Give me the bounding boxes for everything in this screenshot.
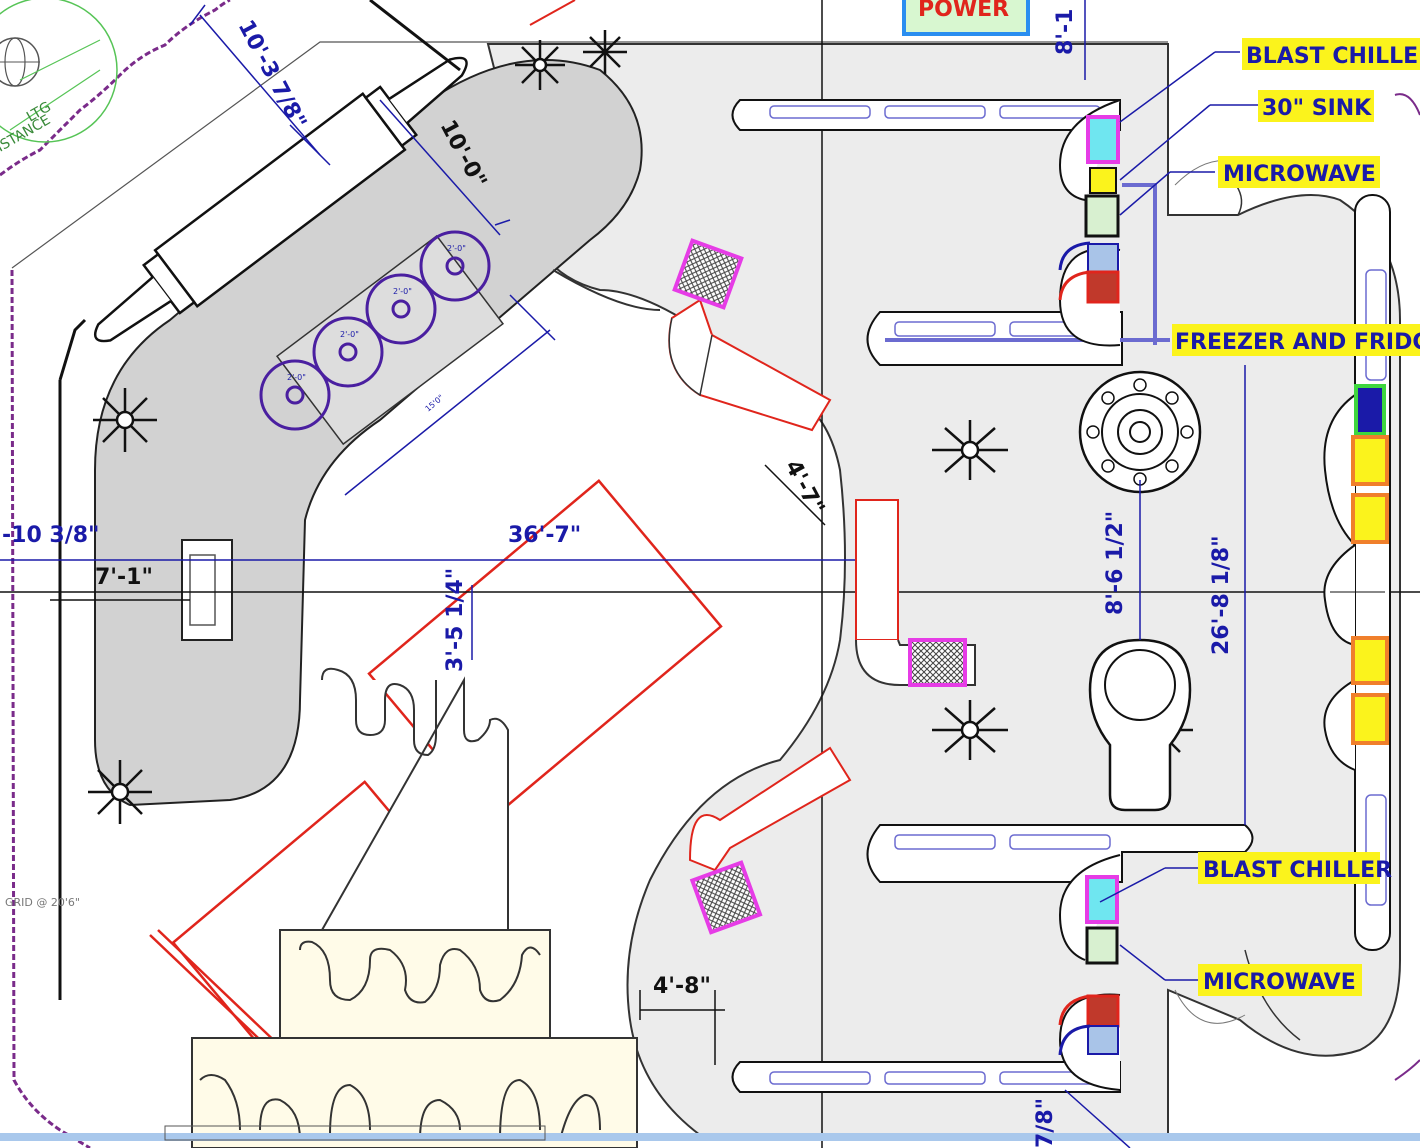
callout-labels: BLAST CHILLER 30" SINK MICROWAVE FREEZER… xyxy=(1172,38,1420,996)
label-freezer-fridge: FREEZER AND FRIDG xyxy=(1175,330,1420,355)
seat-label-1: 2'-0" xyxy=(287,373,306,382)
seat-label-4: 2'-0" xyxy=(447,244,466,253)
label-microwave-bottom: MICROWAVE xyxy=(1203,970,1356,995)
round-table-bottom xyxy=(1088,638,1192,812)
station-bottom xyxy=(688,746,852,935)
grid-note: GRID @ 20'6" xyxy=(5,896,80,909)
dim-7-1: 7'-1" xyxy=(95,565,153,590)
station-top xyxy=(668,238,832,432)
site-boundary-left xyxy=(10,269,91,1148)
dim-10-3-7-8: 10'-3 7/8" xyxy=(233,16,311,133)
label-sink: 30" SINK xyxy=(1262,96,1372,121)
appliance-stack-top xyxy=(1058,99,1157,347)
red-outline-large xyxy=(367,479,723,821)
label-blast-chiller-bottom: BLAST CHILLER xyxy=(1203,858,1392,883)
station-middle xyxy=(855,499,976,687)
kitchen-counters xyxy=(731,99,1391,1093)
dim-8-1: 8'-1 3 xyxy=(1053,0,1078,55)
round-fryer-top xyxy=(1078,370,1202,494)
bar-seats: 2'-0" 2'-0" 2'-0" 2'-0" xyxy=(259,230,505,446)
dim-4-8: 4'-8" xyxy=(653,974,711,999)
seat-label-2: 2'-0" xyxy=(340,330,359,339)
dim-3-5-1-4: 3'-5 1/4" xyxy=(443,568,468,672)
dim-36-7: 36'-7" xyxy=(508,523,581,548)
site-boundary xyxy=(0,0,231,177)
power-label: POWER xyxy=(918,0,1009,22)
dim-26-8-1-8: 26'-8 1/8" xyxy=(1209,535,1234,655)
dim-8-6-1-2: 8'-6 1/2" xyxy=(1103,511,1128,615)
dim-15-0: 15'0" xyxy=(424,393,446,413)
appliance-stack-bottom xyxy=(1058,854,1121,1091)
dimension-lines xyxy=(0,0,1258,1148)
dim-7-8: 7/8" xyxy=(1033,1098,1058,1148)
dim-10-3-8: -10 3/8" xyxy=(2,523,100,548)
label-microwave-top: MICROWAVE xyxy=(1223,162,1376,187)
seat-label-3: 2'-0" xyxy=(393,287,412,296)
building-outline xyxy=(11,41,1168,269)
rolling-pin xyxy=(94,56,468,343)
right-wall-appliances xyxy=(1323,384,1389,771)
cake-decoration xyxy=(191,667,638,1148)
power-box xyxy=(902,0,1030,36)
label-blast-chiller-top: BLAST CHILLER xyxy=(1246,44,1420,69)
